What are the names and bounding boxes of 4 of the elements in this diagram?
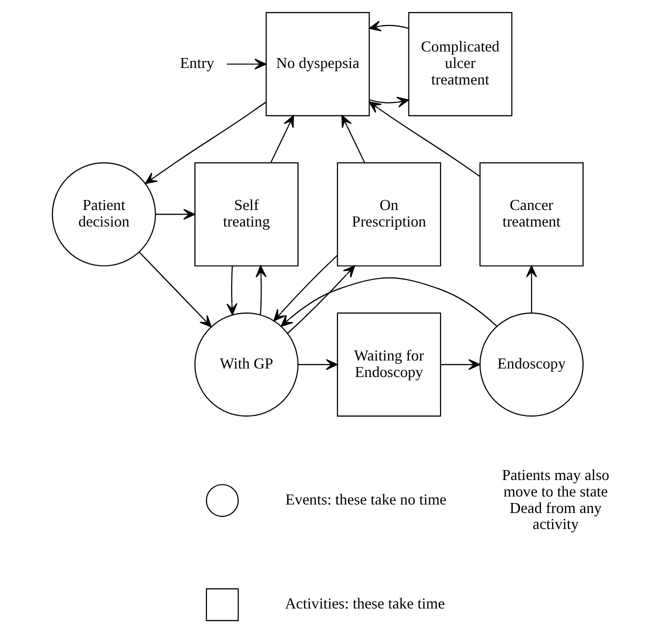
- label: Patients may also move to the state Dead from any activity: [501, 466, 609, 534]
- legend-label: Activities: these take time: [284, 596, 444, 613]
- legend-label: Events: these take no time: [284, 492, 446, 509]
- node-text: Entry: [180, 55, 214, 72]
